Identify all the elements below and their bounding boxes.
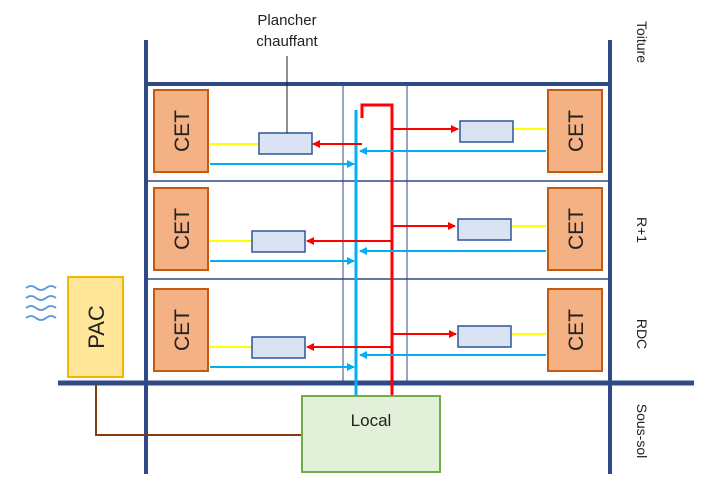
- pac-label: PAC: [84, 305, 109, 349]
- floor-label-rdc: RDC: [634, 319, 650, 349]
- callout-line-2: chauffant: [256, 33, 318, 50]
- floor-label-toiture: Toiture: [634, 21, 650, 63]
- floor-label-r1: R+1: [634, 217, 650, 243]
- pac-to-local-pipe: [95, 385, 302, 436]
- heating-panel-left: [251, 336, 306, 359]
- cet-unit-bottom-left: CET: [153, 288, 209, 372]
- r1-floor-network: [210, 218, 546, 265]
- cet-label: CET: [171, 110, 194, 152]
- building-structure: [58, 40, 694, 474]
- cet-label: CET: [565, 309, 588, 351]
- floor-labels: Toiture R+1 RDC Sous-sol: [634, 21, 650, 458]
- callout-line-1: Plancher: [257, 12, 316, 29]
- heating-panel-left: [258, 132, 313, 155]
- cet-unit-mid-left: CET: [153, 187, 209, 271]
- cet-label: CET: [565, 208, 588, 250]
- cet-label: CET: [171, 208, 194, 250]
- cet-label: CET: [171, 309, 194, 351]
- cet-units: CET CET CET CET CET CET: [153, 89, 603, 372]
- heating-panel-right: [457, 218, 512, 241]
- floor-label-sous-sol: Sous-sol: [634, 404, 650, 458]
- local-label: Local: [351, 411, 392, 430]
- heating-panel-left: [251, 230, 306, 253]
- heating-panel-right: [459, 120, 514, 143]
- cet-unit-mid-right: CET: [547, 187, 603, 271]
- pac-unit: PAC: [67, 276, 124, 378]
- floor-heating-callout: Plancher chauffant: [256, 12, 319, 133]
- cet-unit-bottom-right: CET: [547, 288, 603, 372]
- heating-panel-right: [457, 325, 512, 348]
- rdc-floor-network: [210, 325, 546, 371]
- local-room: Local: [301, 395, 441, 473]
- cet-unit-top-right: CET: [547, 89, 603, 173]
- cet-unit-top-left: CET: [153, 89, 209, 173]
- upper-floor-network: [210, 120, 546, 168]
- cet-label: CET: [565, 110, 588, 152]
- air-flow-icon: [25, 285, 57, 321]
